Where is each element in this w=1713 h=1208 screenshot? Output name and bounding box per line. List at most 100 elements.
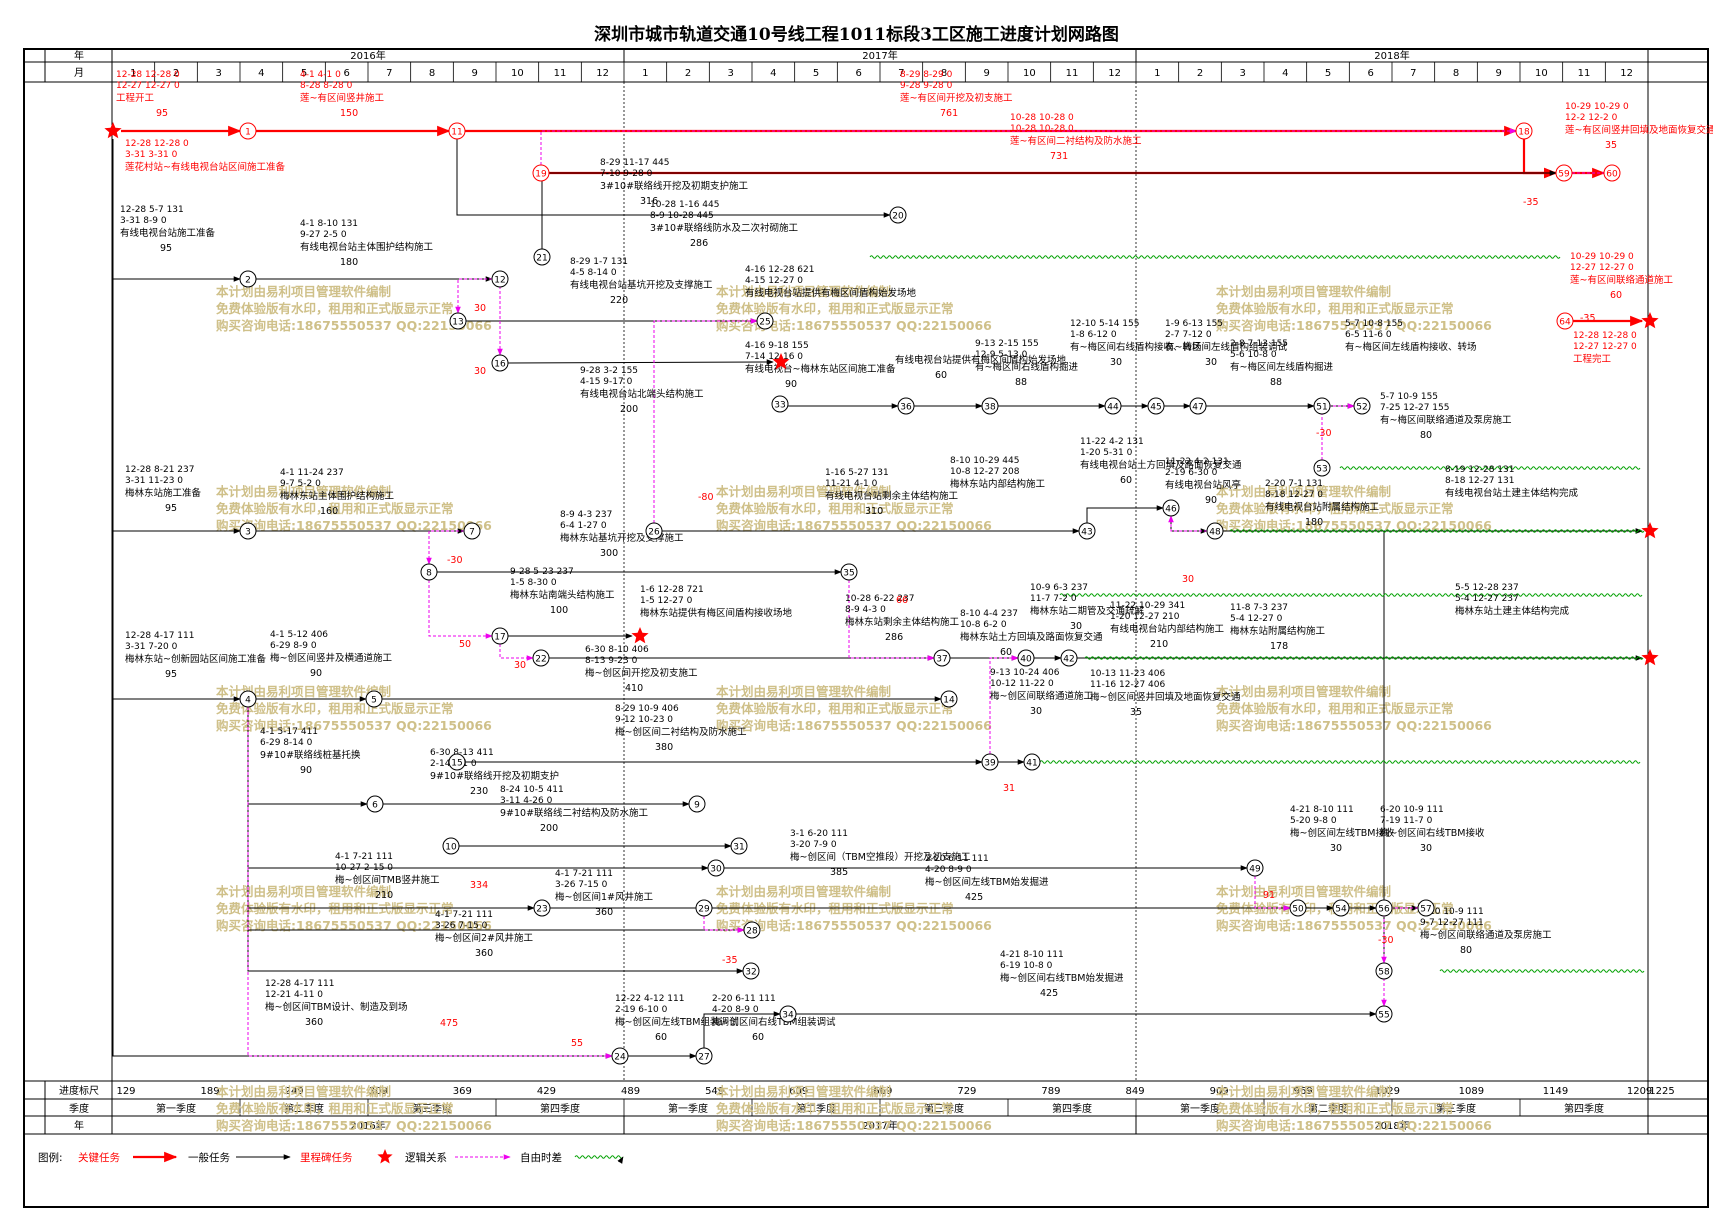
- task-late-dates: 3-31 7-20 0: [125, 642, 178, 652]
- month-label: 10: [1535, 68, 1548, 79]
- task-arrow: [507, 359, 774, 365]
- task-name: 梅林东站主体围护结构施工: [280, 490, 395, 502]
- month-label: 12: [1108, 68, 1121, 79]
- month-label: 10: [511, 68, 524, 79]
- month-label: 3: [215, 68, 221, 79]
- task-arrow: [540, 128, 1517, 165]
- node-circle: [756, 312, 774, 330]
- node-circle: [897, 397, 915, 415]
- scale-tick: 729: [957, 1086, 976, 1097]
- milestone-star: [631, 627, 649, 644]
- node-circle: [889, 206, 907, 224]
- watermark-text: 免费体验版有水印，租用和正式版显示正常: [716, 501, 954, 516]
- task-late-dates: 11-21 4-1 0: [825, 479, 878, 489]
- task-arrow: [1383, 528, 1643, 963]
- task-name: 3#10#联络线防水及二次衬砌施工: [650, 222, 799, 234]
- scale-tick: 429: [537, 1086, 556, 1097]
- task-duration: 425: [965, 892, 983, 903]
- scale-tick: 789: [1041, 1086, 1060, 1097]
- year-label: 2016年: [350, 1119, 385, 1132]
- task-late-dates: 1-5 12-27 0: [640, 596, 693, 606]
- float-line: [1084, 656, 1644, 660]
- watermark-text: 购买咨询电话:18675550537 QQ:22150066: [716, 518, 992, 533]
- task-late-dates: 8-28 8-28 0: [300, 81, 353, 91]
- legend-label: 一般任务: [188, 1151, 230, 1164]
- task-arrow: [1381, 907, 1418, 964]
- task-name: 有线电视台站土方回填及路面恢复交通: [1080, 459, 1242, 471]
- node-circle: [1556, 312, 1574, 330]
- scale-tick: 369: [453, 1086, 472, 1097]
- task-name: 梅~创区间右线TBM组装调试: [712, 1016, 836, 1028]
- node-number: 7: [469, 528, 475, 538]
- task-name: 莲花村站~有线电视台站区间施工准备: [125, 161, 285, 173]
- task-duration: 761: [940, 108, 958, 119]
- node-number: 57: [1420, 905, 1431, 915]
- task-name: 梅~创区间二衬结构及防水施工: [615, 726, 747, 738]
- node-number: 3: [245, 528, 251, 538]
- node-circle: [1147, 397, 1165, 415]
- float-value: -30: [447, 555, 463, 566]
- task-arrow: [1254, 876, 1291, 911]
- node-circle: [532, 164, 550, 182]
- task-late-dates: 6-29 8-14 0: [260, 738, 313, 748]
- task-duration: 360: [595, 907, 613, 918]
- node-number: 40: [1020, 655, 1032, 665]
- task-duration: 60: [1120, 475, 1132, 486]
- float-value: 55: [571, 1038, 583, 1049]
- node-circle: [933, 649, 951, 667]
- task-duration: 210: [375, 890, 393, 901]
- node-circle: [940, 690, 958, 708]
- task-name: 梅~创区间左线TBM接收: [1290, 827, 1395, 839]
- node-number: 60: [1606, 170, 1618, 180]
- month-label: 9: [1495, 68, 1501, 79]
- task-late-dates: 2-19 6-10 0: [615, 1005, 668, 1015]
- task-early-dates: 4-21 8-10 111: [1000, 950, 1064, 960]
- node-circle: [239, 122, 257, 140]
- task-name: 梅~创区间联络通道及泵房施工: [1420, 929, 1552, 941]
- task-duration: 360: [305, 1017, 323, 1028]
- task-duration: 220: [610, 295, 628, 306]
- task-early-dates: 1-9 6-13 155: [1165, 319, 1223, 329]
- task-early-dates: 4-1 5-12 406: [270, 630, 328, 640]
- watermark-text: 购买咨询电话:18675550537 QQ:22150066: [716, 718, 992, 733]
- task-duration: 178: [1270, 641, 1288, 652]
- task-name: 有~梅区间左线盾构掘进: [1230, 361, 1333, 373]
- task-late-dates: 3-20 7-9 0: [790, 840, 837, 850]
- task-duration: 230: [470, 786, 488, 797]
- node-circle: [491, 627, 509, 645]
- task-early-dates: 12-10 5-14 155: [1070, 319, 1139, 329]
- node-number: 6: [372, 801, 378, 811]
- task-name: 梅林东站南端头结构施工: [510, 589, 615, 601]
- year-label: 2017年: [862, 1119, 897, 1132]
- task-late-dates: 4-15 12-27 0: [745, 276, 803, 286]
- node-number: 53: [1316, 465, 1327, 475]
- node-number: 29: [698, 905, 710, 915]
- scale-tick: 1209: [1627, 1086, 1652, 1097]
- task-late-dates: 6-29 8-9 0: [270, 641, 317, 651]
- watermark-text: 本计划由易利项目管理软件编制: [1216, 1084, 1391, 1099]
- task-name: 梅~创区间竖井及横通道施工: [270, 652, 392, 664]
- task-late-dates: 4-20 8-9 0: [925, 865, 972, 875]
- task-early-dates: 8-10 10-29 445: [950, 456, 1019, 466]
- float-value: -35: [1523, 197, 1539, 208]
- month-label: 1: [1154, 68, 1160, 79]
- watermark-text: 购买咨询电话:18675550537 QQ:22150066: [1216, 518, 1492, 533]
- task-early-dates: 8-29 10-9 406: [615, 704, 679, 714]
- task-late-dates: 10-12 11-22 0: [990, 679, 1054, 689]
- watermark-text: 本计划由易利项目管理软件编制: [716, 884, 891, 899]
- watermark-text: 购买咨询电话:18675550537 QQ:22150066: [216, 518, 492, 533]
- task-arrow: [1168, 515, 1207, 532]
- task-duration: 35: [1130, 707, 1142, 718]
- task-late-dates: 3-31 8-9 0: [120, 216, 167, 226]
- task-early-dates: 8-10 4-4 237: [960, 609, 1018, 619]
